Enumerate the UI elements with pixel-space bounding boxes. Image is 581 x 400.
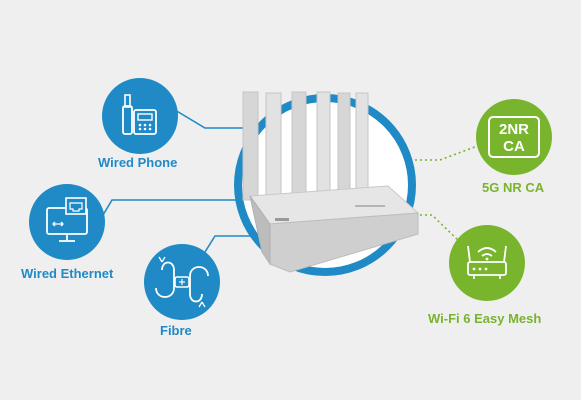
nr-ca-icon xyxy=(476,99,552,175)
connector-lines xyxy=(102,109,481,253)
nr-ca-badge-line1: 2NR xyxy=(498,121,529,138)
router-image xyxy=(242,91,420,273)
nr-ca-connector xyxy=(405,144,481,161)
wired-ethernet-label: Wired Ethernet xyxy=(21,266,114,281)
ethernet-connector xyxy=(102,199,252,216)
fibre-connector xyxy=(204,235,262,253)
wifi-mesh-label: Wi-Fi 6 Easy Mesh xyxy=(428,311,542,326)
phone-connector xyxy=(174,109,250,129)
ethernet-icon xyxy=(29,184,105,260)
wired-phone-label: Wired Phone xyxy=(98,155,178,170)
fibre-label: Fibre xyxy=(160,323,192,338)
wifi-connector xyxy=(415,214,461,243)
fibre-icon xyxy=(144,244,220,320)
nr-ca-badge-line2: CA xyxy=(503,138,525,155)
phone-icon xyxy=(102,78,178,154)
wifi-router-icon xyxy=(449,225,525,301)
nr-ca-label: 5G NR CA xyxy=(482,180,545,195)
